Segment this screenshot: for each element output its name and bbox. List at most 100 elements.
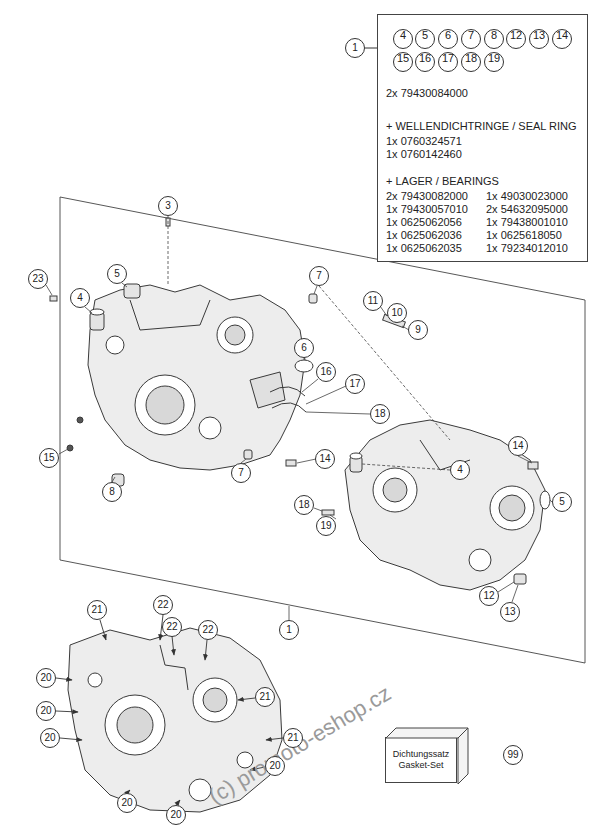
callout-circle: 16 (316, 362, 336, 382)
callout-circle: 20 (166, 805, 186, 825)
callout-number: 12 (506, 29, 526, 42)
part-number: 2x 79430084000 (386, 87, 581, 100)
leader-lines-stroke (314, 286, 317, 294)
callout-number: 22 (153, 595, 173, 615)
part-number: 1x 0625062035 (386, 242, 486, 255)
callout-ring (553, 493, 572, 512)
small-parts-stroke (322, 510, 334, 515)
callout-ring (530, 30, 549, 49)
callout-number: 5 (107, 264, 127, 284)
crankcase-right-half-stroke (469, 549, 491, 571)
callout-circle: 10 (387, 303, 407, 323)
leader-lines-stroke (512, 585, 518, 602)
callout-number: 19 (484, 52, 504, 65)
part-number: 2x 79430082000 (386, 190, 486, 203)
callout-number: 21 (87, 600, 107, 620)
crankcase-left-half (67, 285, 305, 470)
callout-circle: 7 (231, 463, 251, 483)
callout-number: 18 (294, 495, 314, 515)
callout-circle: 12 (479, 586, 499, 606)
callout-number: 22 (162, 617, 182, 637)
callout-circle: 7 (309, 266, 329, 286)
small-parts-stroke (286, 460, 296, 466)
pointer-arrows-stroke (60, 738, 82, 740)
leader-lines-stroke (46, 285, 52, 295)
assembly-frame-stroke (60, 197, 585, 663)
callout-number: 8 (102, 482, 122, 502)
callout-circle: 8 (102, 482, 122, 502)
box-label: Dichtungssatz Gasket-Set (386, 747, 456, 773)
callout-number: 13 (500, 602, 520, 622)
callout-circle: 5 (107, 264, 127, 284)
callout-ring (71, 289, 90, 308)
callout-circle: 20 (117, 793, 137, 813)
callout-ring (485, 53, 504, 72)
callout-number: 10 (387, 303, 407, 323)
leader-lines-stroke (122, 283, 127, 287)
callout-ring (504, 746, 523, 765)
callout-number: 4 (393, 29, 413, 42)
callout-number: 17 (345, 374, 365, 394)
callout-circle: 12 (506, 29, 526, 49)
small-parts-stroke (295, 360, 313, 372)
callout-number: 8 (484, 29, 504, 42)
callout-ring (346, 375, 365, 394)
callout-circle: 13 (500, 602, 520, 622)
leader-lines-stroke (241, 459, 246, 463)
callout-ring (295, 339, 314, 358)
callout-number: 17 (438, 52, 458, 65)
crankcase-left-half-stroke (88, 285, 305, 470)
callout-number: 16 (316, 362, 336, 382)
crankcase-left-half-stroke (217, 317, 253, 353)
crankcase-right-half-stroke (383, 478, 407, 502)
pointer-arrows-stroke (100, 620, 106, 640)
callout-circle: 16 (415, 52, 435, 72)
callout-number: 7 (309, 266, 329, 286)
callout-ring (439, 53, 458, 72)
callout-number: 20 (265, 756, 285, 776)
callout-ring (501, 603, 520, 622)
callout-circle: 99 (503, 745, 523, 765)
callout-number: 21 (255, 687, 275, 707)
callout-number: 7 (461, 29, 481, 42)
callout-circle: 11 (363, 291, 383, 311)
callout-circle: 20 (40, 728, 60, 748)
leader-lines-stroke (59, 449, 68, 454)
callout-ring (295, 496, 314, 515)
callout-number: 1 (279, 620, 299, 640)
callout-ring (507, 30, 526, 49)
leader-lines-stroke (498, 582, 514, 592)
pointer-arrows-stroke (127, 790, 130, 793)
leader-lines-stroke (306, 412, 370, 414)
callout-circle: 18 (294, 495, 314, 515)
callout-ring (394, 53, 413, 72)
callout-circle: 9 (408, 320, 428, 340)
part-number: 1x 79430057010 (386, 203, 486, 216)
crankcase-left-half-stroke (146, 386, 184, 424)
part-number: 1x 0625062036 (386, 229, 486, 242)
callout-circle: 3 (158, 196, 178, 216)
callout-circle: 17 (438, 52, 458, 72)
pointer-arrows-stroke (172, 636, 174, 655)
callout-circle: 14 (508, 436, 528, 456)
pointer-arrows-stroke (56, 678, 72, 680)
crankcase-bottom-view-stroke (193, 678, 237, 722)
pointer-arrows-stroke (176, 800, 180, 805)
callout-circle: 22 (198, 620, 218, 640)
callout-ring (232, 464, 251, 483)
callout-ring (509, 437, 528, 456)
callout-number: 20 (36, 701, 56, 721)
callout-ring (256, 688, 275, 707)
crankcase-left-half-stroke (77, 417, 83, 423)
callout-ring (480, 587, 499, 606)
callout-ring (316, 450, 335, 469)
callout-circle: 18 (461, 52, 481, 72)
callout-circle: 6 (294, 338, 314, 358)
small-parts-stroke (270, 387, 306, 412)
leader-lines-stroke (362, 464, 450, 470)
callout-ring (154, 596, 173, 615)
callout-circle: 8 (484, 29, 504, 49)
leader-lines-stroke (168, 216, 169, 286)
crankcase-right-half-stroke (373, 468, 417, 512)
box-3d-face (386, 728, 468, 784)
